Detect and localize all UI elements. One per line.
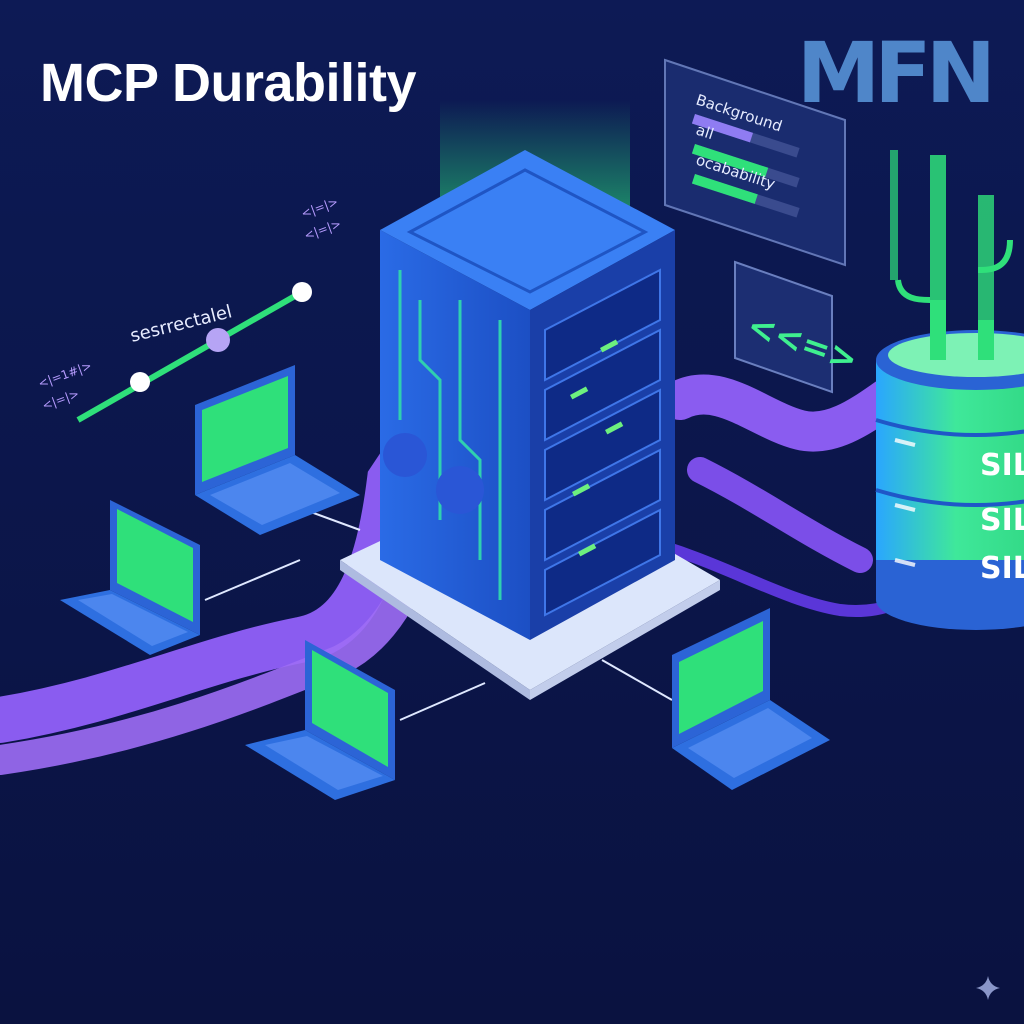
laptop-1: [195, 365, 360, 535]
page-title: MCP Durability: [40, 53, 417, 113]
db-label-2: SIL: [980, 503, 1024, 538]
panel-bar-fill-2: [691, 174, 758, 204]
sparkle-icon: [976, 976, 1000, 1000]
timeline-node: [130, 372, 150, 392]
server-rack: [544, 268, 661, 617]
laptop-3: [245, 640, 395, 800]
panel-label-1: all: [694, 121, 716, 144]
panel-bar-fill-1: [691, 144, 769, 178]
timeline-node: [206, 328, 230, 352]
laptop-2: [60, 500, 200, 655]
db-label-3: SIL: [980, 551, 1024, 586]
panel-bar-fill-0: [691, 114, 754, 143]
timeline-node: [292, 282, 312, 302]
server-tower: [380, 150, 675, 640]
laptop-4: [672, 608, 830, 790]
timeline: [76, 282, 312, 423]
code-card: [734, 260, 833, 394]
db-label-1: SIL: [980, 448, 1024, 483]
logo: MFN: [796, 24, 996, 122]
database-cylinder: [875, 300, 1024, 630]
